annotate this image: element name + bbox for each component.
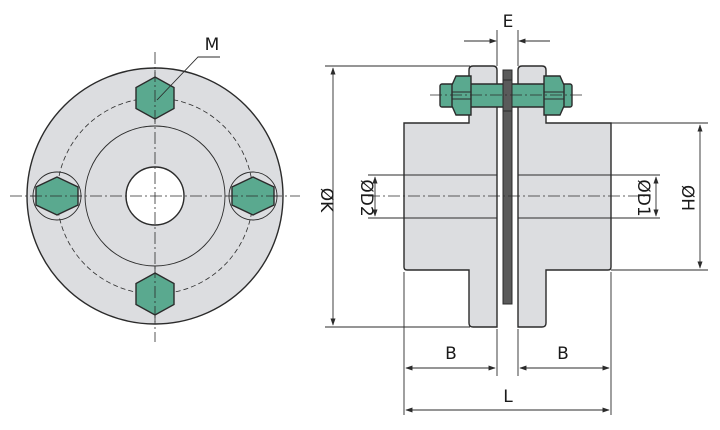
- front-view: M: [10, 35, 300, 342]
- label-d2: ØD2: [356, 179, 376, 216]
- label-k: ØK: [316, 188, 336, 213]
- label-l: L: [503, 387, 513, 407]
- bolt-nut: [543, 75, 565, 116]
- label-b-left: B: [445, 344, 457, 364]
- label-m: M: [205, 35, 220, 55]
- label-e: E: [503, 12, 514, 32]
- spacer-disc: [502, 69, 513, 305]
- bolt-head: [451, 75, 472, 116]
- right-hub: [517, 65, 612, 328]
- label-h: ØH: [677, 185, 697, 211]
- label-d1: ØD1: [633, 179, 653, 216]
- bolt-assembly: [439, 75, 573, 116]
- label-b-right: B: [557, 344, 569, 364]
- left-hub: [403, 65, 498, 328]
- m-leader-line: [156, 56, 220, 101]
- side-view: E ØK ØD2 ØD1 ØH B B: [316, 12, 708, 415]
